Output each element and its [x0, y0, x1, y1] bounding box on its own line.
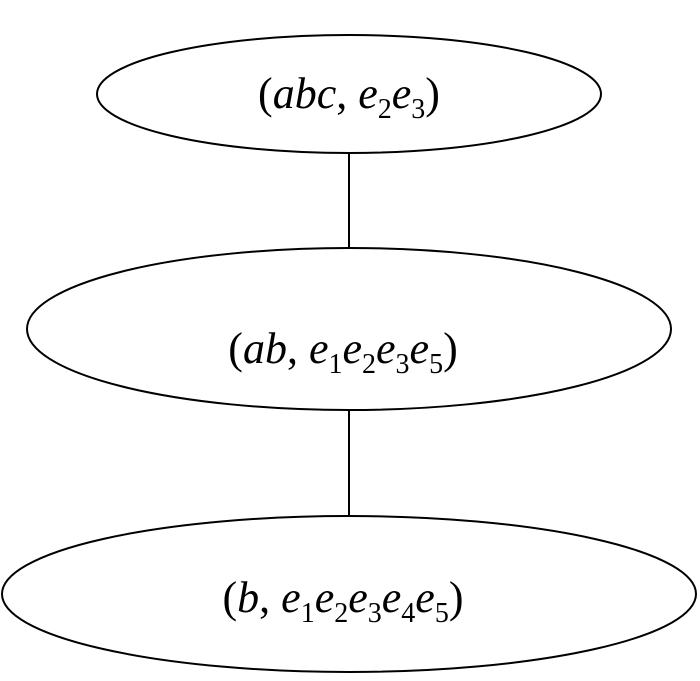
label-text-segment: e [410, 324, 430, 373]
subscript-digit: 2 [378, 94, 392, 125]
label-text-segment: e [382, 573, 402, 622]
label-text-segment: e [342, 324, 362, 373]
label-text-segment: , [287, 324, 309, 373]
node-top-ellipse [96, 34, 602, 154]
label-text-segment: e [309, 324, 329, 373]
node-bottom-ellipse [1, 515, 697, 673]
label-text-segment: e [315, 573, 335, 622]
subscript-digit: 1 [328, 349, 342, 380]
subscript-digit: 3 [368, 598, 382, 629]
subscript-digit: 3 [396, 349, 410, 380]
node-top: (abc, e2e3) [96, 34, 602, 154]
node-middle: (ab, e1e2e3e5) [26, 247, 672, 411]
label-text-segment: ) [449, 573, 464, 622]
node-top-label: (abc, e2e3) [258, 69, 440, 125]
label-text-segment: , [336, 69, 358, 118]
subscript-digit: 3 [411, 94, 425, 125]
node-middle-ellipse [26, 247, 672, 411]
label-text-segment: e [376, 324, 396, 373]
label-text-segment: , [259, 573, 281, 622]
node-bottom: (b, e1e2e3e4e5) [1, 515, 697, 673]
subscript-digit: 2 [334, 598, 348, 629]
label-text-segment: e [348, 573, 368, 622]
label-text-segment: abc [273, 69, 337, 118]
label-text-segment: ) [443, 324, 458, 373]
subscript-digit: 5 [429, 349, 443, 380]
label-text-segment: e [415, 573, 435, 622]
label-text-segment: ( [228, 324, 243, 373]
node-middle-label: (ab, e1e2e3e5) [228, 324, 457, 380]
subscript-digit: 5 [435, 598, 449, 629]
subscript-digit: 2 [362, 349, 376, 380]
node-bottom-label: (b, e1e2e3e4e5) [223, 573, 464, 629]
label-text-segment: ( [258, 69, 273, 118]
label-text-segment: e [358, 69, 378, 118]
label-text-segment: e [392, 69, 412, 118]
label-text-segment: ) [425, 69, 440, 118]
label-text-segment: b [237, 573, 259, 622]
label-text-segment: ab [243, 324, 287, 373]
label-text-segment: e [281, 573, 301, 622]
subscript-digit: 1 [301, 598, 315, 629]
subscript-digit: 4 [401, 598, 415, 629]
label-text-segment: ( [223, 573, 238, 622]
